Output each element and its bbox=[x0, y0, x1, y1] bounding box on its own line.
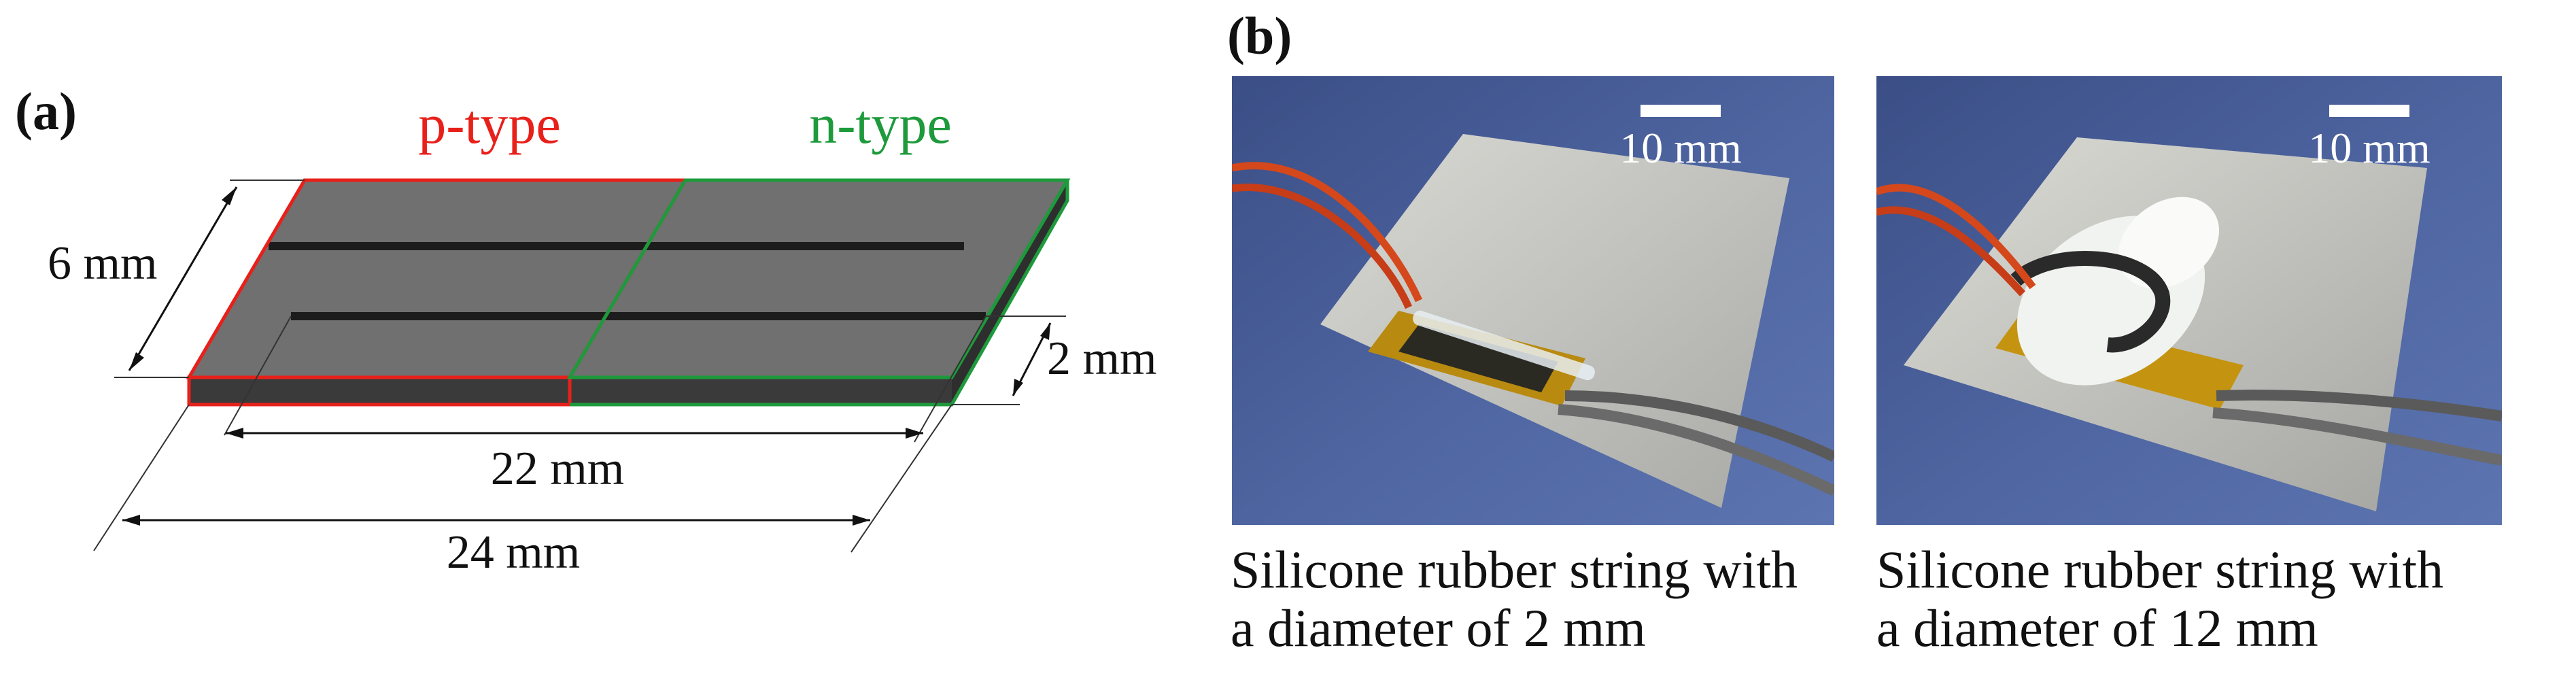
red-wire-2 bbox=[1232, 184, 1413, 309]
gray-wires bbox=[2216, 390, 2502, 422]
caption-photo-2: Silicone rubber string with a diameter o… bbox=[1876, 541, 2443, 658]
red-wires bbox=[1876, 184, 2036, 290]
scalebar-2: 10 mm bbox=[2308, 105, 2431, 170]
dim-label-2mm: 2 mm bbox=[1047, 333, 1156, 385]
right-edge-face bbox=[952, 180, 1067, 405]
ext-line-24-left bbox=[93, 404, 190, 551]
arrowhead bbox=[906, 428, 923, 439]
dim-arrow-6mm bbox=[128, 186, 238, 371]
device-dark-strip bbox=[1398, 324, 1558, 392]
arrowhead bbox=[226, 428, 243, 439]
caption-line-1: Silicone rubber string with bbox=[1876, 540, 2444, 599]
scalebar-label: 10 mm bbox=[2308, 124, 2431, 172]
thermoelectric-device-diagram: p-type n-type 6 mm 2 mm 22 mm 24 mm bbox=[48, 93, 1156, 579]
scalebar-line bbox=[2329, 105, 2409, 117]
thin-silicone-string bbox=[1413, 310, 1595, 381]
gray-wires bbox=[1564, 390, 1834, 462]
n-type-label: n-type bbox=[809, 93, 951, 155]
p-type-label: p-type bbox=[418, 93, 560, 155]
arrowhead bbox=[129, 352, 144, 371]
p-type-side-outline bbox=[187, 375, 572, 407]
ext-line-22-right bbox=[914, 316, 986, 443]
gray-wire-2 bbox=[2212, 407, 2502, 466]
arrowhead bbox=[853, 515, 870, 526]
photo-thin-string: 10 mm bbox=[1232, 76, 1834, 525]
arrowhead bbox=[222, 187, 237, 205]
ext-line-24-right bbox=[851, 404, 952, 553]
arrowhead bbox=[1040, 323, 1050, 340]
dim-label-22mm: 22 mm bbox=[491, 443, 624, 495]
photo-thick-string: 10 mm bbox=[1876, 76, 2502, 525]
gray-wire-2 bbox=[1558, 404, 1834, 496]
scalebar-line bbox=[1641, 105, 1721, 117]
ext-line-22-left bbox=[224, 316, 292, 436]
panel-a-label: (a) bbox=[15, 82, 77, 141]
arrowhead bbox=[1013, 379, 1023, 396]
dim-label-6mm: 6 mm bbox=[48, 237, 157, 290]
black-tape bbox=[2010, 251, 2171, 353]
aluminum-sheet bbox=[1320, 134, 1789, 508]
scalebar-label: 10 mm bbox=[1619, 124, 1742, 172]
photo-thin-string-image bbox=[1232, 76, 1834, 525]
caption-line-2: a diameter of 2 mm bbox=[1231, 598, 1646, 658]
scalebar-1: 10 mm bbox=[1619, 105, 1742, 170]
p-type-top-face bbox=[189, 180, 685, 377]
red-wires bbox=[1232, 162, 1423, 303]
panel-b-label: (b) bbox=[1227, 6, 1292, 65]
caption-line-1: Silicone rubber string with bbox=[1231, 540, 1798, 599]
p-type-side-face bbox=[189, 377, 570, 405]
caption-photo-1: Silicone rubber string with a diameter o… bbox=[1231, 541, 1798, 658]
n-type-side-outline bbox=[570, 180, 1069, 407]
red-wire-2 bbox=[1876, 206, 2026, 296]
n-type-top-face bbox=[570, 180, 1067, 377]
dim-label-24mm: 24 mm bbox=[447, 526, 580, 579]
caption-line-2: a diameter of 12 mm bbox=[1876, 598, 2318, 658]
n-type-side-face bbox=[570, 377, 952, 405]
arrowhead bbox=[122, 515, 140, 526]
photo-thick-string-image bbox=[1876, 76, 2502, 525]
